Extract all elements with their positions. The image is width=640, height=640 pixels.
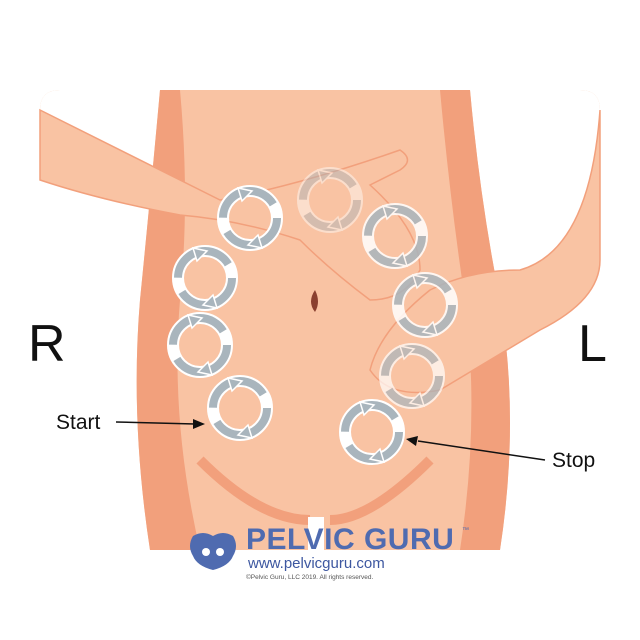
stop-arrow-icon (406, 436, 546, 461)
pelvis-logo-icon (190, 533, 236, 570)
trademark: ™ (462, 527, 469, 534)
start-label: Start (56, 411, 101, 434)
navel (311, 290, 318, 312)
left-hand (369, 109, 601, 394)
copyright-text: ©Pelvic Guru, LLC 2019. All rights reser… (246, 574, 374, 581)
groin-lines (196, 456, 434, 525)
right-side-label: R (28, 315, 66, 373)
stop-label: Stop (552, 449, 596, 472)
left-side-label: L (578, 315, 607, 373)
brand-name: PELVIC GURU (246, 523, 455, 556)
start-arrow-icon (115, 419, 205, 429)
website-link[interactable]: www.pelvicguru.com (248, 555, 385, 572)
